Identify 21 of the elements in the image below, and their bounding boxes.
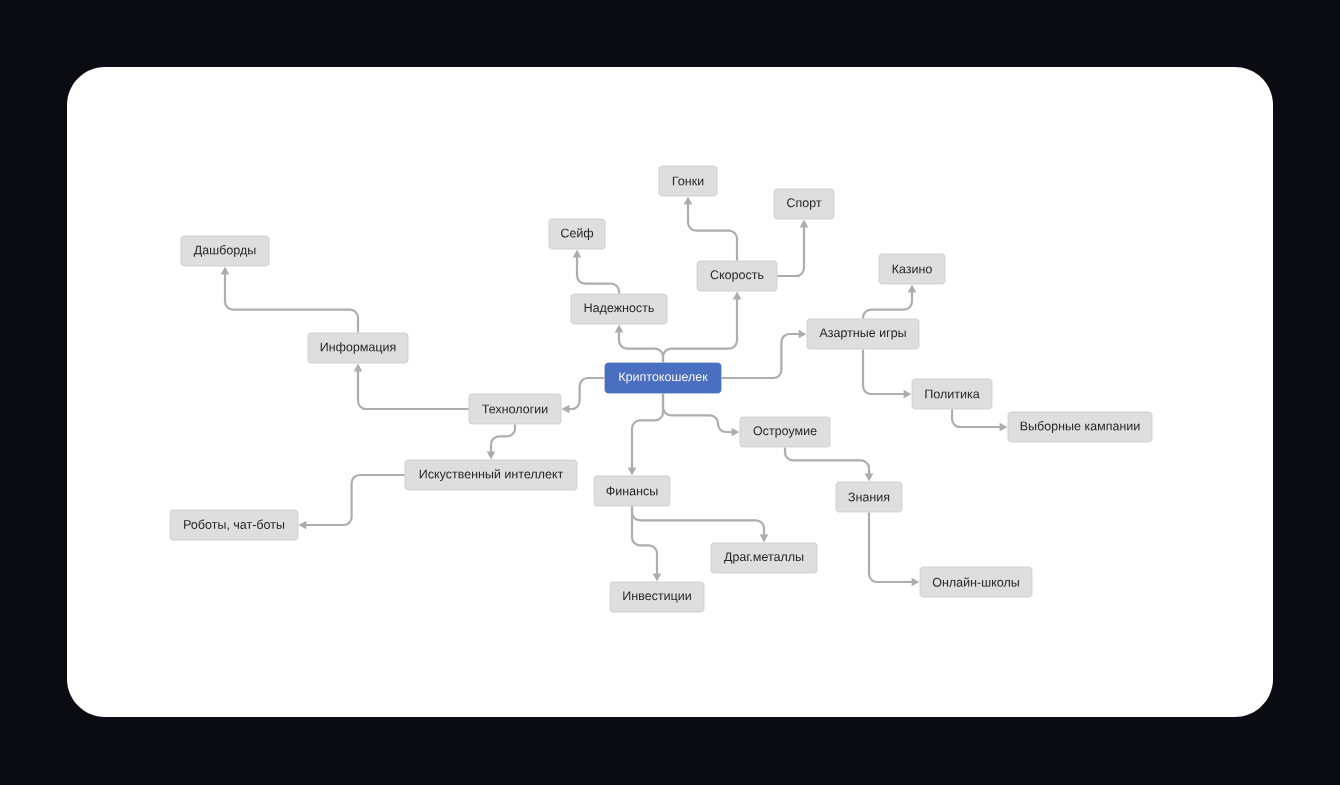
topic-box: Драг.металлы	[710, 542, 818, 574]
topic-box: Информация	[307, 332, 409, 364]
topic-box: Остроумие	[739, 416, 831, 448]
topic-box: Политика	[911, 378, 993, 410]
topic-box: Гонки	[658, 165, 718, 197]
topic-box: Знания	[835, 481, 903, 513]
topic-box: Онлайн-школы	[919, 566, 1033, 598]
topic-box: Спорт	[773, 188, 835, 220]
central-topic-box: Криптокошелек	[604, 362, 722, 394]
topic-box: Надежность	[570, 293, 668, 325]
topic-box: Скорость	[696, 260, 778, 292]
topic-box: Финансы	[593, 475, 671, 507]
topic-box: Выборные кампании	[1007, 411, 1153, 443]
topic-box: Искуственный интеллект	[404, 459, 578, 491]
topic-box: Роботы, чат-боты	[169, 509, 299, 541]
topic-box: Дашборды	[180, 235, 270, 267]
topic-box: Сейф	[548, 218, 606, 250]
topic-box: Казино	[878, 253, 946, 285]
topic-box: Инвестиции	[609, 581, 705, 613]
topic-box: Азартные игры	[806, 318, 920, 350]
topic-box: Технологии	[468, 393, 562, 425]
